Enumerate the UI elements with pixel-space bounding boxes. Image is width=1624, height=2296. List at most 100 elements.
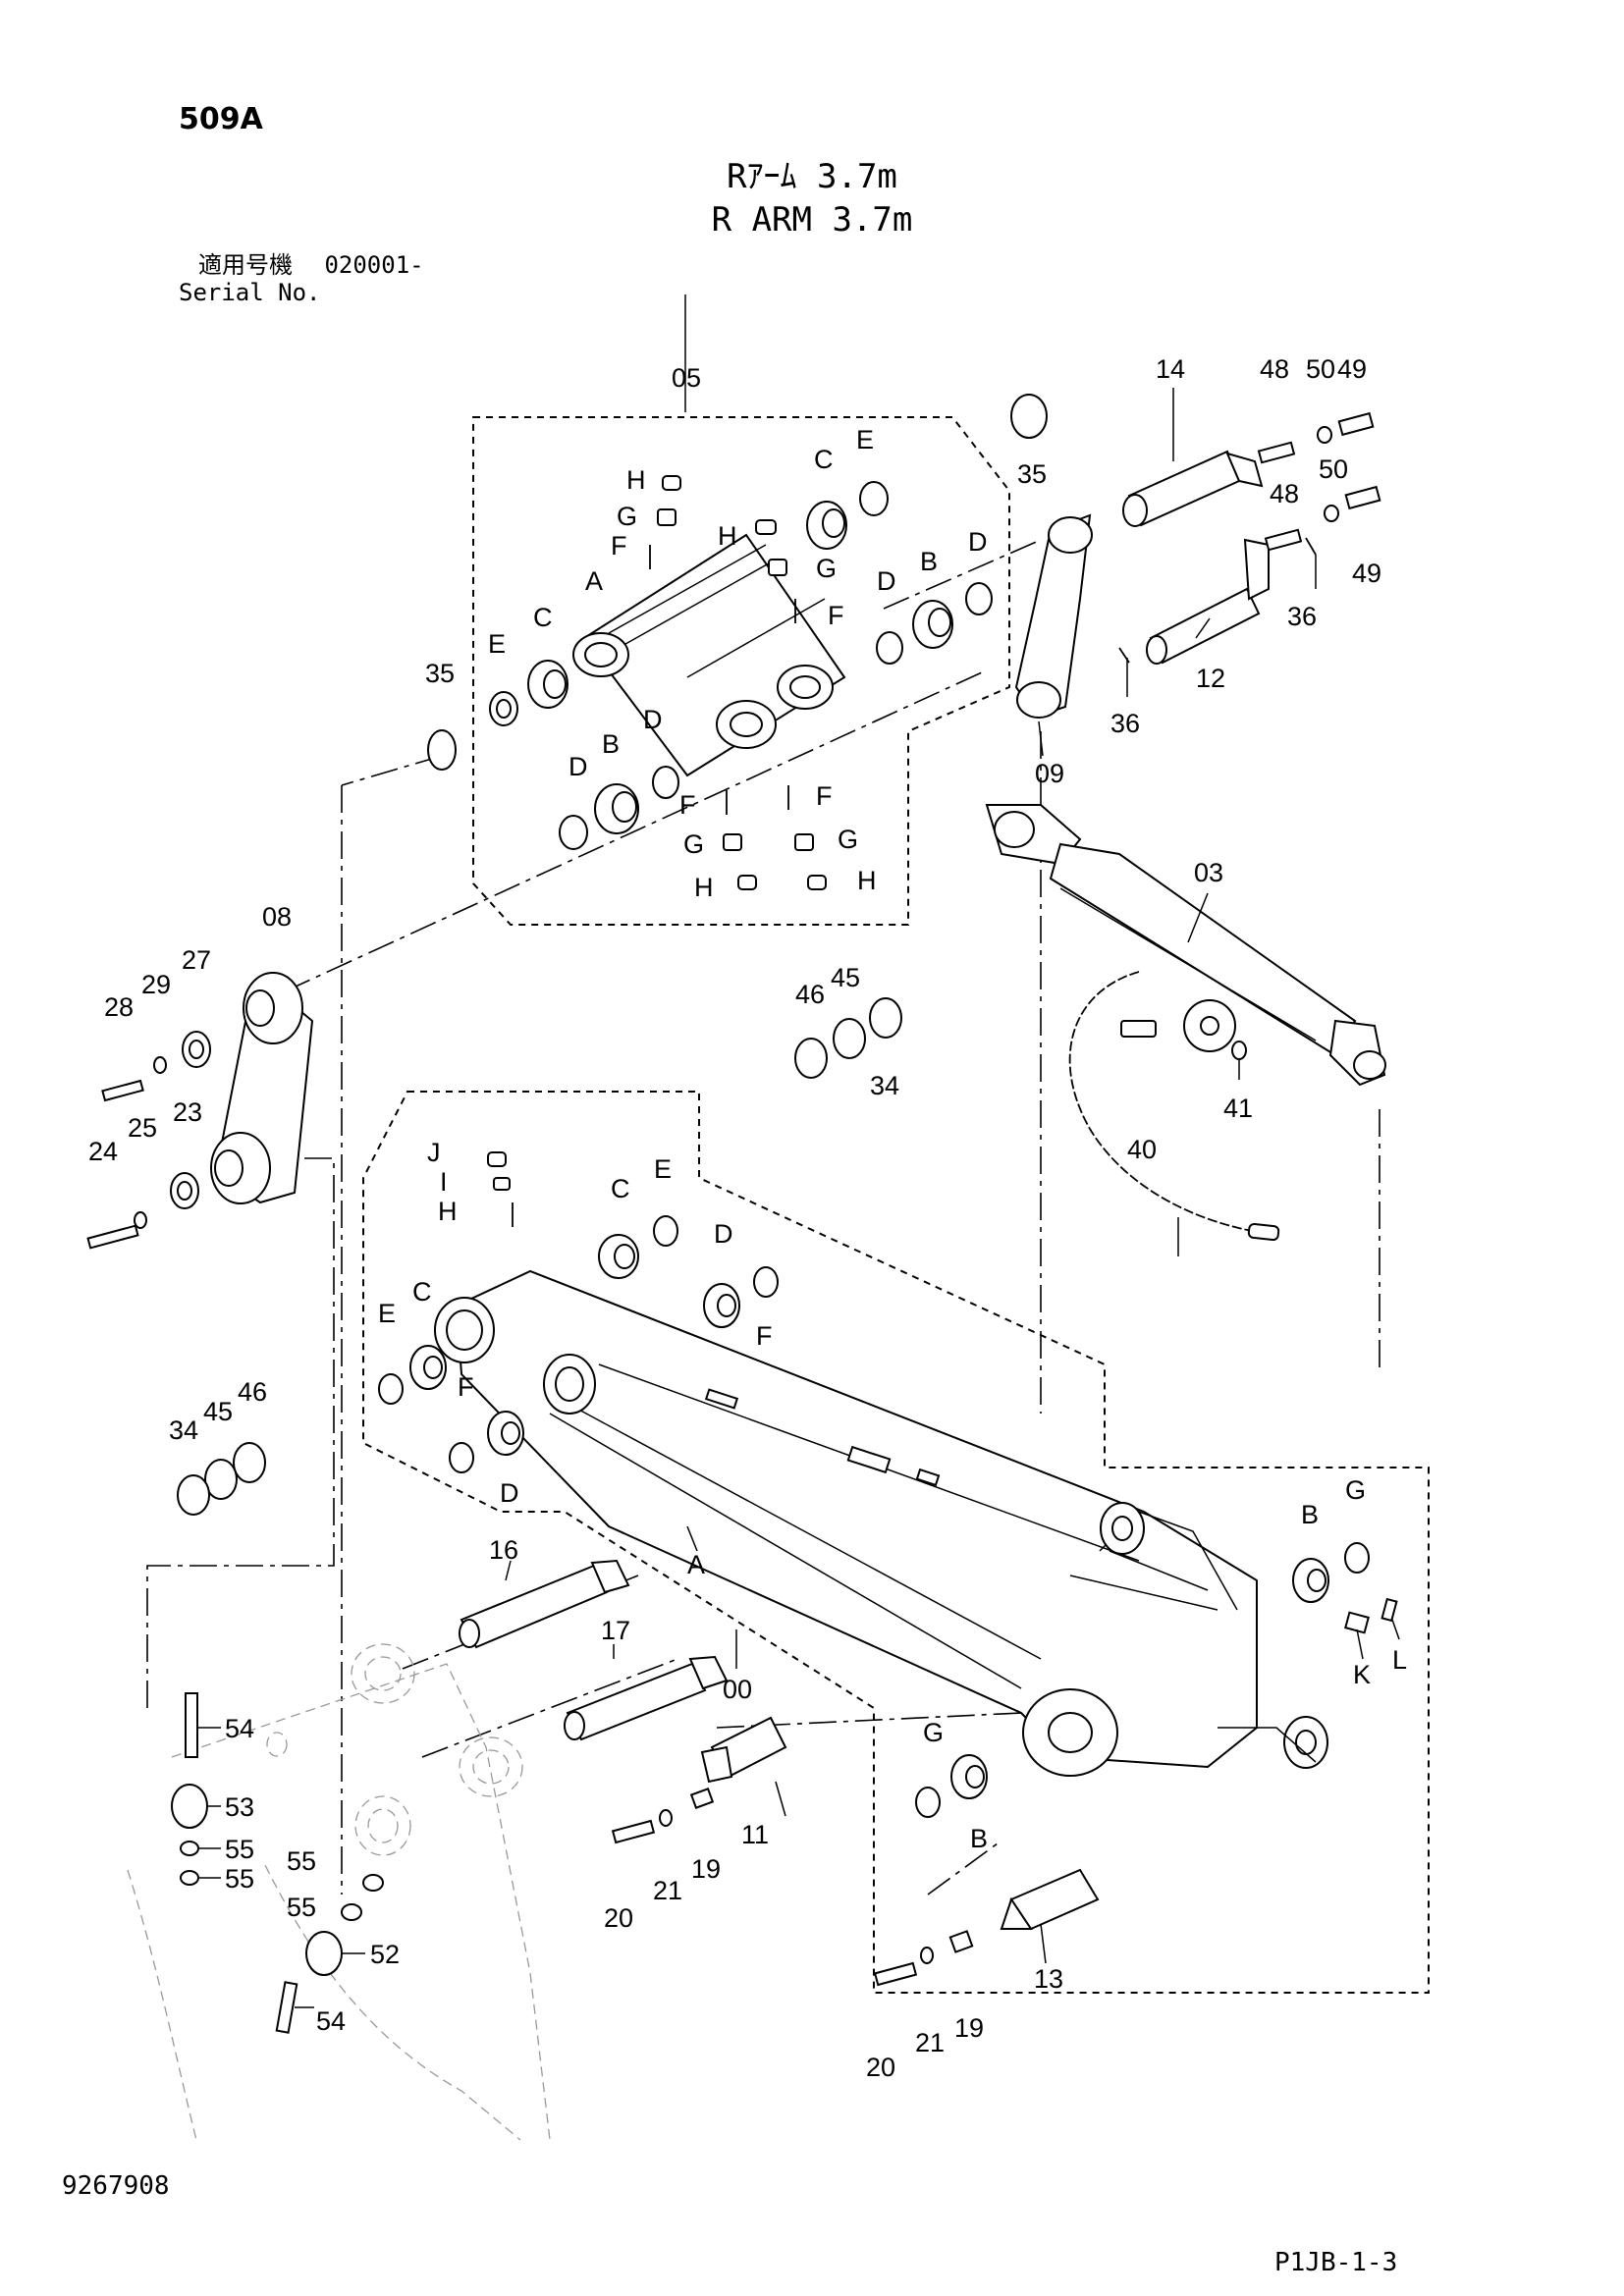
snap-ring-35-left — [427, 729, 457, 771]
label-a-arm: A — [687, 1550, 705, 1579]
callout-23: 23 — [173, 1097, 202, 1127]
seal-g-arm-right — [1344, 1542, 1370, 1574]
centerline-upper-axis — [284, 671, 983, 992]
bucket-link-housing-05 — [572, 533, 846, 777]
label-f-link-4: F — [816, 781, 833, 811]
pin-14 — [1122, 450, 1264, 527]
grease-fittings-arm — [487, 1151, 514, 1227]
label-c-link-1: C — [533, 603, 553, 632]
callout-17: 17 — [601, 1616, 630, 1645]
bolt-28 — [101, 1079, 144, 1102]
label-l: L — [1392, 1645, 1407, 1675]
title-english: R ARM 3.7m — [711, 200, 913, 240]
callout-11: 11 — [741, 1820, 769, 1849]
label-g-link-3: G — [683, 829, 704, 859]
callout-03: 03 — [1194, 858, 1223, 887]
centerline-pin-upper — [883, 539, 1042, 610]
centerline-13-to-bucket — [927, 1840, 1002, 1896]
label-b-link-2: B — [602, 729, 620, 759]
callout-53: 53 — [225, 1792, 254, 1822]
drawing-number: 9267908 — [62, 2171, 170, 2201]
callout-54-upper: 54 — [225, 1714, 254, 1743]
washer-29 — [153, 1056, 167, 1074]
callout-48-upper: 48 — [1260, 354, 1289, 384]
label-k: K — [1353, 1660, 1371, 1689]
label-i-arm: I — [440, 1167, 448, 1197]
snap-ring-35-right — [1010, 394, 1048, 439]
callout-49-lower: 49 — [1352, 559, 1381, 588]
callout-09: 09 — [1035, 759, 1064, 788]
callout-24: 24 — [88, 1137, 118, 1166]
callout-45-left: 45 — [203, 1397, 233, 1426]
seal-f-arm-upper — [753, 1266, 779, 1298]
label-d-link-1: D — [877, 566, 896, 596]
label-b-arm-right: B — [1301, 1500, 1319, 1529]
label-f-arm-2: F — [458, 1372, 474, 1402]
callout-27: 27 — [182, 945, 211, 975]
bushing-b-arm-bottom — [950, 1754, 988, 1799]
title-japanese: Rｱｰﾑ 3.7m — [727, 157, 897, 196]
snap-ring-34-left — [177, 1474, 210, 1516]
callout-50-lower: 50 — [1319, 454, 1348, 484]
label-h-link-2: H — [718, 521, 737, 551]
leader-lines — [196, 294, 1400, 2008]
page-reference: P1JB-1-3 — [1274, 2248, 1398, 2277]
label-e-arm-2: E — [378, 1299, 396, 1328]
seal-d-right-1 — [876, 631, 903, 665]
label-g-link-1: G — [617, 502, 637, 531]
callout-55-2: 55 — [225, 1864, 254, 1894]
bolt-20-lower — [873, 1961, 918, 1987]
flange-41 — [1120, 999, 1247, 1060]
seal-d-lower-2 — [652, 766, 679, 799]
washer-21-lower — [920, 1947, 934, 1964]
boundary-00-arm — [362, 1091, 1430, 1994]
label-c-link-2: C — [814, 445, 834, 474]
label-d-link-2: D — [968, 527, 988, 557]
label-d-arm-2: D — [500, 1478, 519, 1508]
callout-19-upper: 19 — [691, 1854, 721, 1884]
callout-48-lower: 48 — [1270, 479, 1299, 508]
callout-00: 00 — [723, 1675, 752, 1704]
callout-34-right: 34 — [870, 1071, 899, 1100]
section-code: 509A — [179, 102, 263, 136]
label-d-link-3: D — [568, 752, 588, 781]
nut-55-4 — [341, 1903, 362, 1921]
callout-45-right: 45 — [831, 963, 860, 992]
label-h-link-1: H — [626, 465, 646, 495]
callout-19-lower: 19 — [954, 2013, 984, 2043]
nut-55-2 — [180, 1870, 199, 1886]
bushing-b-arm-right — [1292, 1558, 1329, 1603]
seal-e-arm-upper — [653, 1215, 678, 1247]
bushing-c-upper-left — [527, 660, 568, 709]
bushing-d-arm-left — [487, 1411, 524, 1456]
label-h-link-4: H — [857, 866, 877, 895]
callout-54-lower: 54 — [316, 2006, 346, 2036]
callout-13: 13 — [1034, 1964, 1063, 1994]
label-d-link-4: D — [643, 705, 663, 734]
snap-ring-34-right — [869, 997, 902, 1039]
callout-36-lower: 36 — [1110, 709, 1140, 738]
callout-49-upper: 49 — [1337, 354, 1367, 384]
callout-46-right: 46 — [795, 980, 825, 1009]
bushing-c-upper-right — [806, 501, 847, 550]
seal-e-upper-right — [859, 481, 889, 516]
serial-value: 020001- — [324, 251, 424, 279]
bearing-23 — [170, 1172, 199, 1209]
seal-f-arm-left — [449, 1442, 474, 1473]
label-f-link-3: F — [679, 790, 696, 820]
pin-17 — [564, 1655, 729, 1741]
callout-50-upper: 50 — [1306, 354, 1335, 384]
callout-36-upper: 36 — [1287, 602, 1317, 631]
cylinder-03 — [985, 804, 1386, 1087]
seal-g-arm-bottom — [915, 1787, 941, 1818]
callout-08: 08 — [262, 902, 292, 932]
seal-e-upper-left — [489, 691, 518, 726]
label-b-link-1: B — [920, 547, 938, 576]
callout-29: 29 — [141, 970, 171, 999]
boundary-05-bucket-link — [472, 416, 1010, 926]
arm-00 — [434, 1269, 1328, 1777]
washer-50-upper — [1317, 426, 1332, 444]
bolt-20-upper — [611, 1819, 656, 1844]
bolt-49-lower — [1344, 485, 1381, 510]
